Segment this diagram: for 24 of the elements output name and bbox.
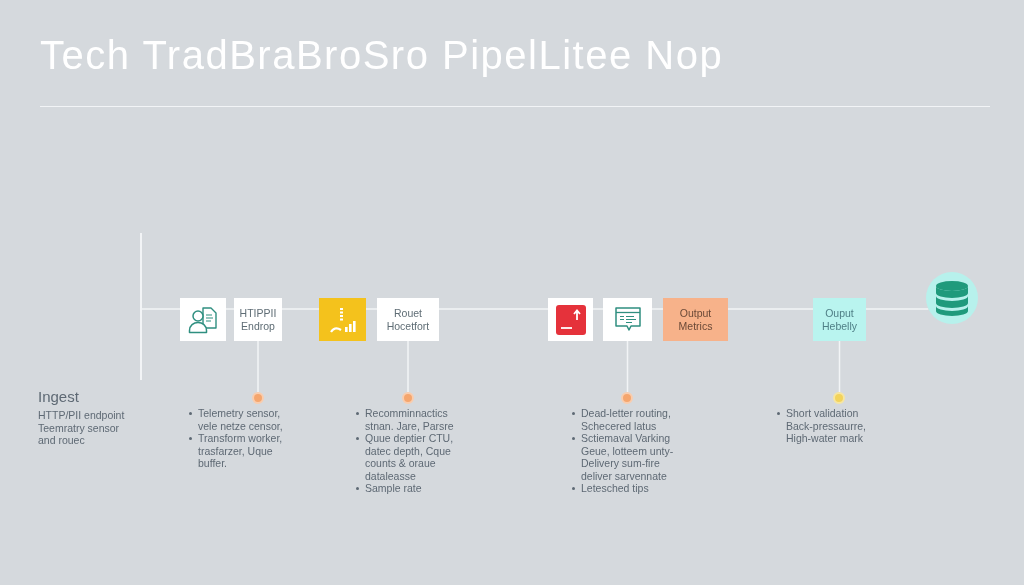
process-label: Rouet Hocetfort	[385, 306, 431, 333]
section-heading: Ingest	[38, 388, 80, 406]
bullet-text: Sctiemaval Varking Geue, lotteem unty- Delivery sum-fire deliver sarvennate	[569, 432, 689, 482]
database-icon	[926, 272, 978, 324]
process-label: Ouput Hebelly	[821, 306, 858, 333]
process-label: HTIPPII Endrop	[238, 306, 278, 333]
bullet-text: Short validation Back-pressaurre, High-water mark	[774, 407, 880, 445]
bullet-text: Telemetry sensor, vele netze censor,	[186, 407, 298, 432]
description-text: HTTP/PII endpoint Teemratry sensor and rouec	[38, 409, 126, 447]
bullet-text: Sample rate	[353, 482, 469, 495]
bullet-text: Quue deptier CTU, datec depth, Cque counts & oraue dataleasse	[353, 432, 469, 482]
bullet-text: Transform worker, trasfarzer, Uque buffer.	[186, 432, 298, 470]
process-box	[234, 298, 282, 341]
icon-tile	[319, 298, 366, 341]
icon-card	[603, 298, 652, 341]
process-box	[813, 298, 866, 341]
bullet-text: Dead-letter routing, Schecered latus	[569, 407, 689, 432]
process-box	[663, 298, 728, 341]
icon-card	[548, 298, 593, 341]
icon-card	[180, 298, 226, 341]
bullet-text: Letesched tips	[569, 482, 689, 495]
process-box	[377, 298, 439, 341]
bullet-text: Recomminnactics stnan. Jare, Parsre	[353, 407, 469, 432]
process-label: Output Metrics	[677, 306, 714, 333]
